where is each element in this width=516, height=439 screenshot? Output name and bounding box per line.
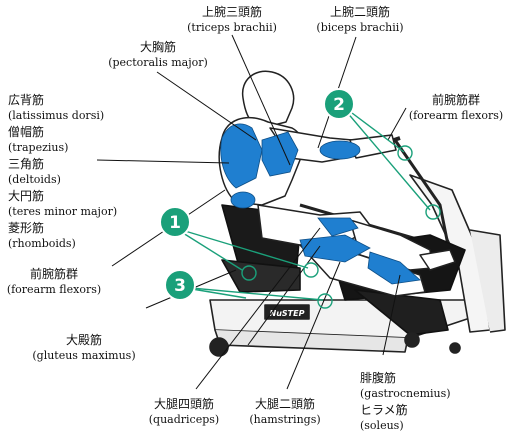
label-quadriceps-jp: 大腿四頭筋 [153,397,214,411]
brand-logo: NuSTEP [270,309,305,318]
biceps-muscle [319,140,361,160]
label-forearm-left: 前腕筋群 (forearm flexors) [2,266,106,298]
label-teres-en: (teres minor major) [8,205,118,218]
gastrocnemius-muscle [367,251,421,285]
label-forearm-right-en: (forearm flexors) [408,109,504,122]
label-latissimus-jp: 広背筋 [8,93,45,107]
label-forearm-left-jp: 前腕筋群 [29,267,78,281]
label-gluteus-en: (gluteus maximus) [32,349,136,362]
label-gluteus-jp: 大殿筋 [65,333,102,347]
muscles [220,123,421,285]
pectoral-muscle [261,131,299,177]
label-biceps: 上腕二頭筋 (biceps brachii) [312,4,408,36]
label-hamstrings-en: (hamstrings) [249,413,321,426]
label-forearm-right-jp: 前腕筋群 [431,93,480,107]
label-pectoralis: 大胸筋 (pectoralis major) [102,39,214,71]
marker-3: 3 [164,269,196,301]
svg-text:1: 1 [169,213,181,233]
marker-targets [241,145,441,309]
deltoid-muscle [230,191,256,209]
label-quadriceps-en: (quadriceps) [148,413,220,426]
label-pectoralis-jp: 大胸筋 [139,40,176,54]
quadriceps-muscle [317,217,359,237]
label-latissimus-en: (latissimus dorsi) [8,109,105,122]
marker-2: 2 [323,88,355,120]
label-teres-jp: 大円筋 [8,189,45,203]
svg-text:3: 3 [174,276,186,296]
label-triceps: 上腕三頭筋 (triceps brachii) [186,4,278,36]
svg-text:2: 2 [333,95,345,115]
label-rhomboids-en: (rhomboids) [8,237,76,250]
label-hamstrings-jp: 大腿二頭筋 [254,397,315,411]
label-triceps-jp: 上腕三頭筋 [201,5,262,19]
label-trapezius-jp: 僧帽筋 [8,125,45,139]
hamstring-muscle [299,234,371,263]
label-deltoids-en: (deltoids) [8,173,61,186]
label-soleus-en: (soleus) [360,419,404,432]
label-forearm-right: 前腕筋群 (forearm flexors) [400,92,512,124]
label-deltoids-jp: 三角筋 [8,157,45,171]
label-back-group: 広背筋 (latissimus dorsi) 僧帽筋 (trapezius) 三… [8,92,117,252]
label-rhomboids-jp: 菱形筋 [8,221,45,235]
label-soleus-jp: ヒラメ筋 [360,403,408,417]
label-calf-group: 腓腹筋 (gastrocnemius) ヒラメ筋 (soleus) [360,370,451,434]
label-forearm-left-en: (forearm flexors) [6,283,102,296]
back-muscle [220,123,263,189]
label-pectoralis-en: (pectoralis major) [108,56,208,69]
label-triceps-en: (triceps brachii) [187,21,277,34]
label-gastrocnemius-jp: 腓腹筋 [360,371,397,385]
label-gastrocnemius-en: (gastrocnemius) [360,387,451,400]
label-trapezius-en: (trapezius) [8,141,69,154]
label-biceps-jp: 上腕二頭筋 [329,5,390,19]
label-biceps-en: (biceps brachii) [316,21,404,34]
label-hamstrings: 大腿二頭筋 (hamstrings) [240,396,330,428]
label-quadriceps: 大腿四頭筋 (quadriceps) [142,396,226,428]
label-gluteus: 大殿筋 (gluteus maximus) [28,332,140,364]
marker-1: 1 [159,206,191,238]
